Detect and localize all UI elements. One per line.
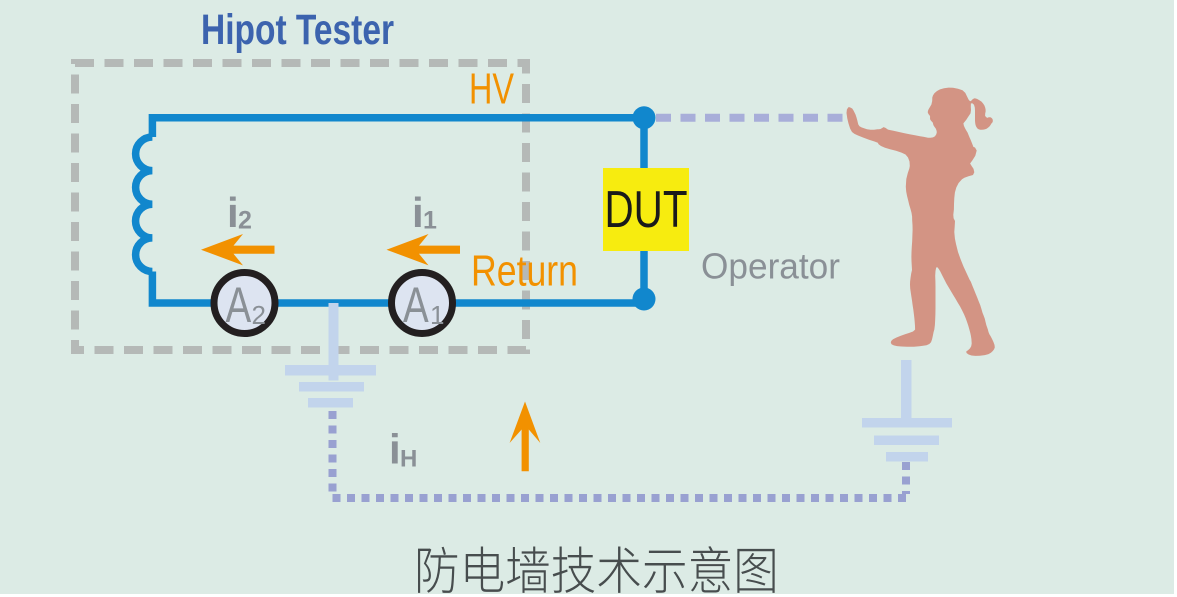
svg-text:i: i xyxy=(412,189,424,236)
svg-text:2: 2 xyxy=(252,300,266,330)
svg-text:Hipot Tester: Hipot Tester xyxy=(201,6,394,54)
svg-text:H: H xyxy=(400,446,417,473)
svg-text:2: 2 xyxy=(238,207,252,235)
svg-text:DUT: DUT xyxy=(605,181,688,239)
svg-text:1: 1 xyxy=(423,207,437,235)
svg-text:A: A xyxy=(403,278,429,333)
svg-text:Operator: Operator xyxy=(701,246,840,287)
svg-text:i: i xyxy=(227,189,239,236)
svg-text:i: i xyxy=(389,425,401,472)
svg-text:1: 1 xyxy=(430,300,444,330)
svg-text:HV: HV xyxy=(469,65,514,114)
svg-text:A: A xyxy=(226,278,252,333)
svg-text:Return: Return xyxy=(471,247,578,296)
